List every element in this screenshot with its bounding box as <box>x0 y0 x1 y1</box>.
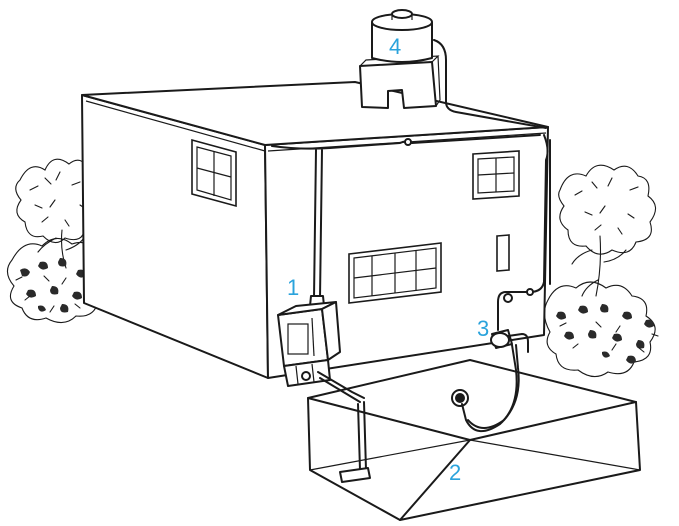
label-downspout-filter: 1 <box>287 275 300 300</box>
front-upper-window <box>472 150 520 200</box>
house <box>81 81 549 379</box>
side-window <box>191 138 237 208</box>
label-roof-tank: 4 <box>389 34 402 59</box>
cistern <box>307 344 641 521</box>
right-bush <box>543 164 659 378</box>
label-pump: 3 <box>477 316 490 341</box>
house-roof <box>81 81 549 146</box>
pump <box>490 329 529 353</box>
pipework <box>271 134 551 331</box>
filter-box <box>277 301 365 403</box>
front-large-window <box>348 242 442 304</box>
label-cistern: 2 <box>449 460 462 485</box>
roof-tank <box>359 9 547 129</box>
tank-cylinder <box>371 22 433 63</box>
front-small-window <box>496 234 510 272</box>
tank-support <box>359 61 437 109</box>
